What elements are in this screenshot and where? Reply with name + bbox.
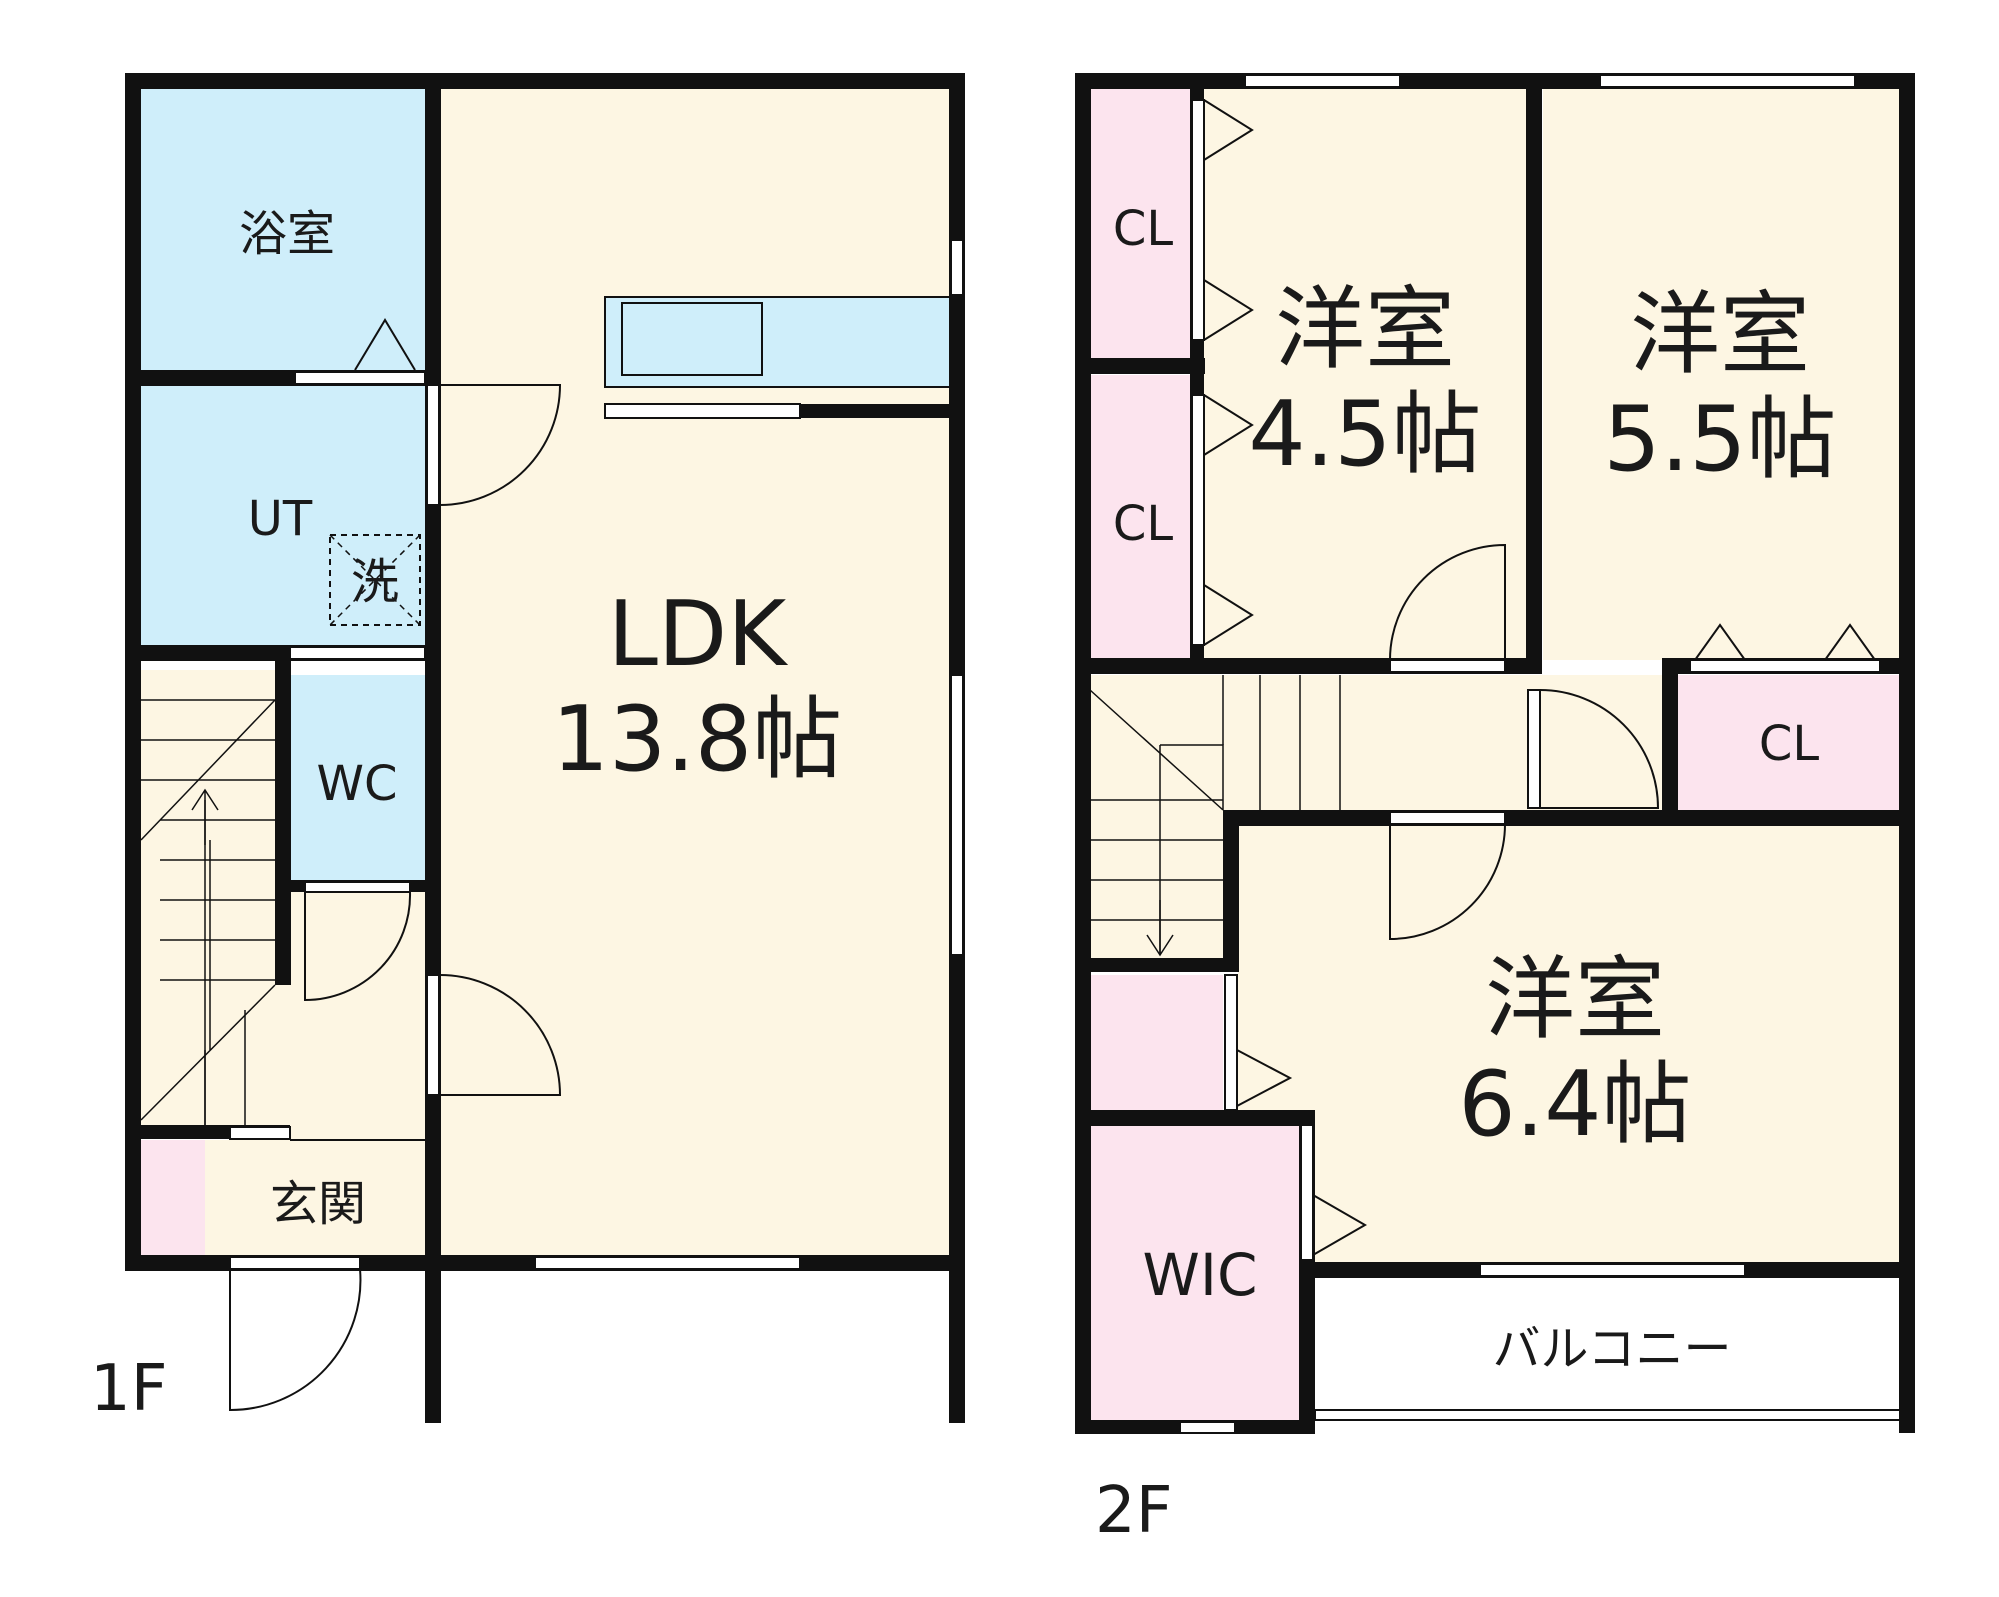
window-ldk-right: [950, 674, 964, 956]
door-ut-bottom: [289, 646, 426, 660]
wall-wc-left: [275, 660, 291, 985]
door-room-a: [1389, 659, 1506, 673]
label-closet-1: CL: [1113, 201, 1174, 257]
closet-2-door: [1191, 394, 1205, 646]
closet-2-area: [1088, 375, 1198, 660]
window-room-c: [1479, 1263, 1746, 1277]
entrance-area: [205, 1140, 425, 1255]
closet-2-swing-top: [1203, 394, 1254, 456]
room-a-area: [1198, 85, 1528, 660]
door-room-c: [1389, 811, 1506, 825]
door-swing-wc: [304, 891, 412, 1002]
label-room-a-size: 4.5帖: [1248, 382, 1481, 487]
utility-area: [140, 385, 425, 645]
closet-1-door: [1191, 99, 1205, 341]
ldk-area: [440, 85, 952, 1255]
door-swing-room-a: [1389, 543, 1506, 661]
window-room-b: [1599, 74, 1856, 88]
label-room-c-size: 6.4帖: [1458, 1052, 1691, 1157]
wall-stair-right: [1223, 810, 1239, 970]
stairs-1f: [140, 699, 276, 1125]
wall-room-a-b: [1526, 73, 1542, 673]
closet-1-swing-top: [1203, 99, 1254, 161]
room-c-area: [1238, 825, 1900, 1270]
door-bath: [294, 371, 426, 385]
label-room-c-name: 洋室: [1485, 947, 1665, 1052]
closet-2-swing-bottom: [1203, 584, 1254, 646]
wall-kitchen-back: [800, 404, 955, 418]
door-swing-entrance: [229, 1268, 362, 1412]
label-room-a-name: 洋室: [1275, 277, 1455, 382]
door-swing-room-c: [1389, 823, 1506, 941]
stair-area-2f: [1088, 675, 1223, 960]
door-swing-bath: [354, 318, 416, 371]
door-hall-ldk: [426, 974, 440, 1096]
wall-closet-3-left: [1662, 658, 1678, 818]
hall-area-1f: [275, 880, 425, 1140]
first-floor: 浴室 UT 洗 WC 玄関 LDK 13.8帖 1F: [90, 73, 965, 1426]
door-swing-ut-ldk: [439, 384, 562, 506]
closet-3-door: [1689, 659, 1881, 673]
door-ut-ldk: [426, 384, 440, 506]
kitchen-sink: [621, 302, 763, 376]
label-wic: WIC: [1143, 1241, 1258, 1309]
room-b-area: [1543, 85, 1900, 660]
label-room-b-name: 洋室: [1630, 282, 1810, 387]
door-swing-hall-ldk: [439, 974, 562, 1096]
wic-door: [1300, 1124, 1314, 1261]
label-utility: UT: [248, 491, 313, 547]
label-entrance: 玄関: [270, 1176, 366, 1232]
wic-swing: [1312, 1194, 1368, 1256]
label-room-b-size: 5.5帖: [1603, 387, 1836, 492]
door-room-b: [1527, 689, 1541, 809]
label-washer: 洗: [351, 554, 399, 610]
label-toilet: WC: [317, 756, 398, 812]
label-closet-2: CL: [1113, 496, 1174, 552]
wall-2f-left: [1075, 73, 1091, 1433]
label-ldk-name: LDK: [608, 582, 788, 687]
wall-room-c-top: [1223, 810, 1915, 826]
closet-1-area: [1088, 85, 1198, 360]
wall-1f-top: [125, 73, 965, 89]
wall-1f-left: [125, 73, 141, 1270]
wall-2f-right: [1899, 73, 1915, 1433]
balcony-rail: [1314, 1409, 1901, 1421]
window-ldk-top-right: [950, 239, 964, 296]
door-wc: [304, 881, 411, 893]
balcony-area: [1313, 1270, 1900, 1425]
window-ldk-bottom: [534, 1256, 801, 1270]
label-balcony: バルコニー: [1492, 1321, 1731, 1377]
wall-1f-center: [425, 73, 441, 1423]
second-floor: CL CL CL 洋室 4.5帖 洋室 5.5帖 洋室 6.4帖 WIC バルコ…: [1075, 73, 1915, 1548]
label-closet-3: CL: [1759, 716, 1820, 772]
kitchen-counter-edge: [604, 403, 801, 419]
wall-storage-top: [1075, 958, 1239, 972]
label-bath: 浴室: [239, 206, 335, 262]
label-ldk-size: 13.8帖: [552, 687, 842, 792]
toilet-area: [290, 675, 425, 880]
wic-area: [1088, 1125, 1313, 1425]
door-swing-room-b: [1539, 689, 1660, 809]
closet-1-swing-bottom: [1203, 279, 1254, 341]
stairs-2f: [1089, 675, 1341, 957]
closet-3-swing-right: [1824, 623, 1876, 661]
washer-space: [329, 534, 421, 626]
wall-closet-divider: [1075, 358, 1205, 374]
storage-door: [1224, 974, 1238, 1111]
storage-swing: [1236, 1049, 1293, 1107]
closet-3-area: [1678, 675, 1900, 810]
shoe-closet: [140, 1140, 205, 1255]
closet-3-swing-left: [1694, 623, 1746, 661]
step-entrance: [229, 1126, 291, 1140]
label-floor-2f: 2F: [1095, 1474, 1173, 1548]
stair-area-1f: [140, 670, 275, 1125]
door-entrance: [229, 1256, 361, 1270]
window-room-a: [1244, 74, 1401, 88]
bath-area: [140, 85, 425, 370]
window-wic: [1179, 1421, 1236, 1434]
storage-area: [1088, 975, 1223, 1110]
wall-storage-bottom: [1075, 1110, 1315, 1126]
label-floor-1f: 1F: [90, 1352, 168, 1426]
